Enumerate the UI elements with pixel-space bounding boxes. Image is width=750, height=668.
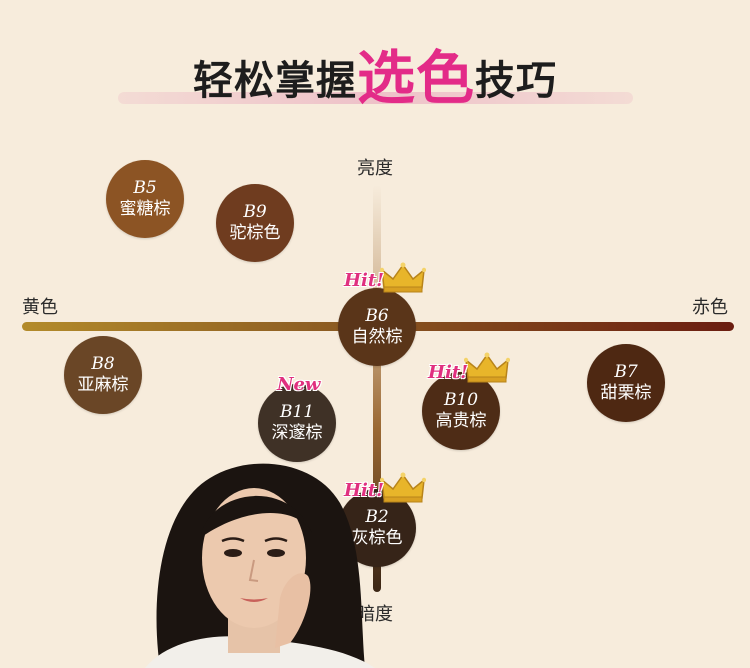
title-underline	[118, 92, 633, 104]
swatch-name: 驼棕色	[229, 223, 281, 243]
swatch-code: B6	[365, 306, 389, 326]
swatch-b6[interactable]: B6 自然棕	[338, 288, 416, 366]
title-highlight: 选色	[356, 44, 475, 112]
swatch-code: B10	[443, 390, 479, 410]
axis-label-bottom: 暗度	[357, 604, 393, 625]
swatch-name: 灰棕色	[351, 528, 403, 548]
swatch-name: 高贵棕	[435, 411, 487, 431]
page-title: 轻松掌握选色技巧	[0, 48, 750, 111]
axis-label-right: 赤色	[692, 297, 728, 318]
crown-icon	[380, 472, 426, 503]
swatch-b8[interactable]: B8 亚麻棕	[64, 336, 142, 414]
swatch-b11[interactable]: B11 深邃棕	[258, 384, 336, 462]
title-part2: 技巧	[475, 58, 557, 104]
hit-badge-b10: Hit!	[428, 362, 469, 383]
swatch-code: B7	[614, 362, 638, 382]
swatch-code: B5	[133, 178, 157, 198]
swatch-name: 蜜糖棕	[119, 199, 171, 219]
swatch-b9[interactable]: B9 驼棕色	[216, 184, 294, 262]
crown-icon	[464, 352, 510, 383]
swatch-code: B8	[91, 354, 115, 374]
axis-label-top: 亮度	[357, 158, 393, 179]
model-portrait	[145, 463, 375, 668]
swatch-b10[interactable]: B10 高贵棕	[422, 372, 500, 450]
swatch-code: B2	[365, 507, 389, 527]
new-badge-b11: New	[277, 374, 321, 395]
crown-icon	[380, 262, 426, 293]
swatch-name: 自然棕	[351, 327, 403, 347]
swatch-code: B11	[279, 402, 315, 422]
hit-badge-b2: Hit!	[344, 480, 385, 501]
axis-label-left: 黄色	[22, 297, 58, 318]
swatch-code: B9	[243, 202, 267, 222]
swatch-b5[interactable]: B5 蜜糖棕	[106, 160, 184, 238]
swatch-name: 深邃棕	[271, 423, 323, 443]
swatch-b7[interactable]: B7 甜栗棕	[587, 344, 665, 422]
hit-badge-b6: Hit!	[344, 270, 385, 291]
swatch-name: 亚麻棕	[77, 375, 129, 395]
title-part1: 轻松掌握	[192, 58, 357, 104]
swatch-name: 甜栗棕	[600, 383, 652, 403]
